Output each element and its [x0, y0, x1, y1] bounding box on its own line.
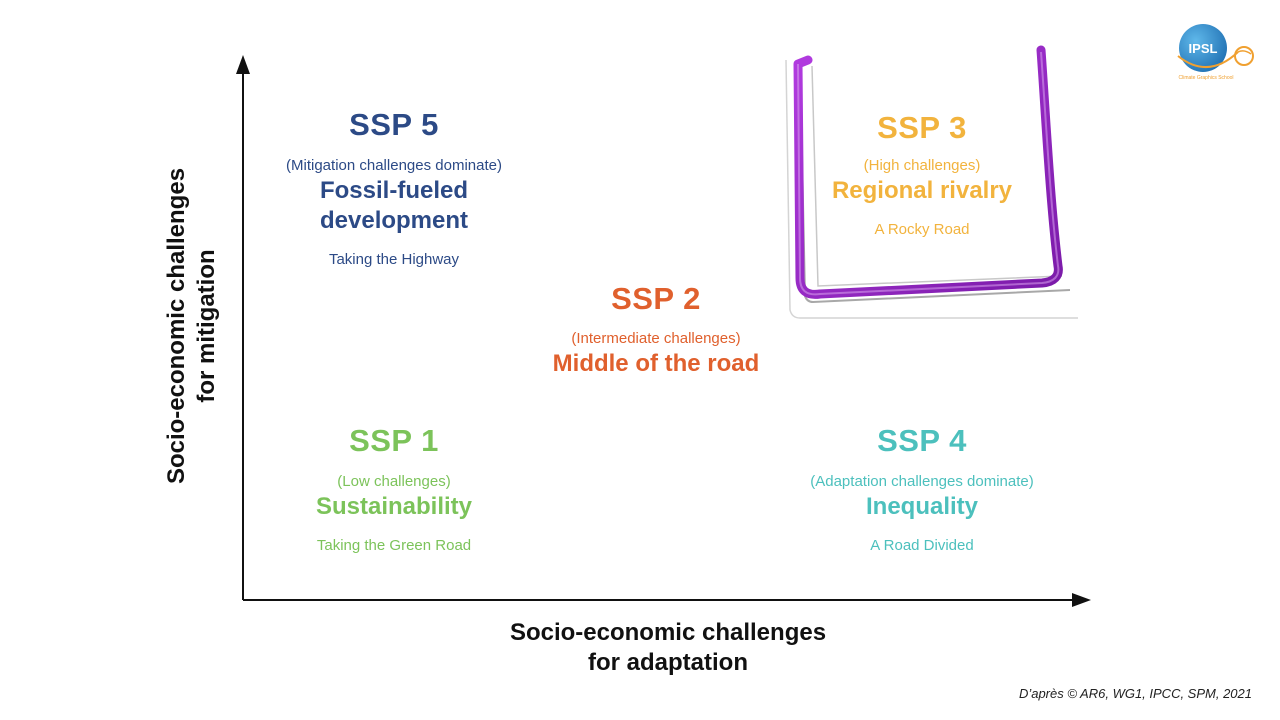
y-axis-label-line2: for mitigation — [193, 249, 220, 403]
ssp3-challenge: (High challenges) — [863, 157, 981, 174]
ssp1-title: SSP 1 — [349, 423, 439, 458]
ssp2-name: Middle of the road — [552, 350, 760, 377]
x-axis-label-line1: Socio-economic challenges — [509, 619, 827, 646]
ssp3-motto: A Rocky Road — [874, 221, 970, 238]
y-axis-label: Socio-economic challenges for mitigation — [162, 166, 222, 486]
ssp3-title: SSP 3 — [877, 110, 967, 145]
y-axis-label-line1: Socio-economic challenges — [163, 167, 190, 485]
ssp4-title: SSP 4 — [877, 423, 967, 458]
x-axis-label: Socio-economic challenges for adaptation — [468, 618, 868, 678]
x-axis — [243, 593, 1091, 607]
x-axis-label-line2: for adaptation — [588, 649, 748, 676]
ssp2-block: SSP 2 (Intermediate challenges) Middle o… — [506, 281, 806, 379]
ssp5-motto: Taking the Highway — [328, 251, 460, 268]
y-axis-arrowhead-icon — [236, 55, 250, 74]
ssp5-name-line1: Fossil-fueled — [319, 177, 469, 204]
ssp4-challenge: (Adaptation challenges dominate) — [810, 473, 1034, 490]
ssp1-name: Sustainability — [315, 493, 473, 520]
ssp2-challenge: (Intermediate challenges) — [571, 330, 741, 347]
ssp3-name: Regional rivalry — [831, 177, 1013, 204]
ssp4-block: SSP 4 (Adaptation challenges dominate) I… — [772, 423, 1072, 556]
logo-subtitle: Climate Graphics School — [1178, 75, 1233, 81]
ssp1-challenge: (Low challenges) — [337, 473, 451, 490]
ssp3-block: SSP 3 (High challenges) Regional rivalry… — [772, 110, 1072, 240]
ssp2-title: SSP 2 — [611, 281, 701, 316]
ssp5-block: SSP 5 (Mitigation challenges dominate) F… — [244, 107, 544, 270]
y-axis — [236, 55, 250, 600]
ssp1-motto: Taking the Green Road — [316, 537, 472, 554]
source-credit: D’après © AR6, WG1, IPCC, SPM, 2021 — [1018, 686, 1252, 701]
ssp5-name-line2: development — [319, 207, 469, 234]
ssp5-challenge: (Mitigation challenges dominate) — [286, 157, 502, 174]
ipsl-logo: IPSL Climate Graphics School — [1172, 22, 1260, 82]
ssp4-name: Inequality — [865, 493, 979, 520]
ssp4-motto: A Road Divided — [870, 537, 974, 554]
x-axis-arrowhead-icon — [1072, 593, 1091, 607]
ssp3-highlight-frame — [785, 45, 1078, 319]
logo-text: IPSL — [1189, 41, 1218, 56]
ssp1-block: SSP 1 (Low challenges) Sustainability Ta… — [244, 423, 544, 556]
ssp5-title: SSP 5 — [349, 107, 439, 142]
globe-logo-icon: IPSL Climate Graphics School — [1177, 24, 1254, 81]
